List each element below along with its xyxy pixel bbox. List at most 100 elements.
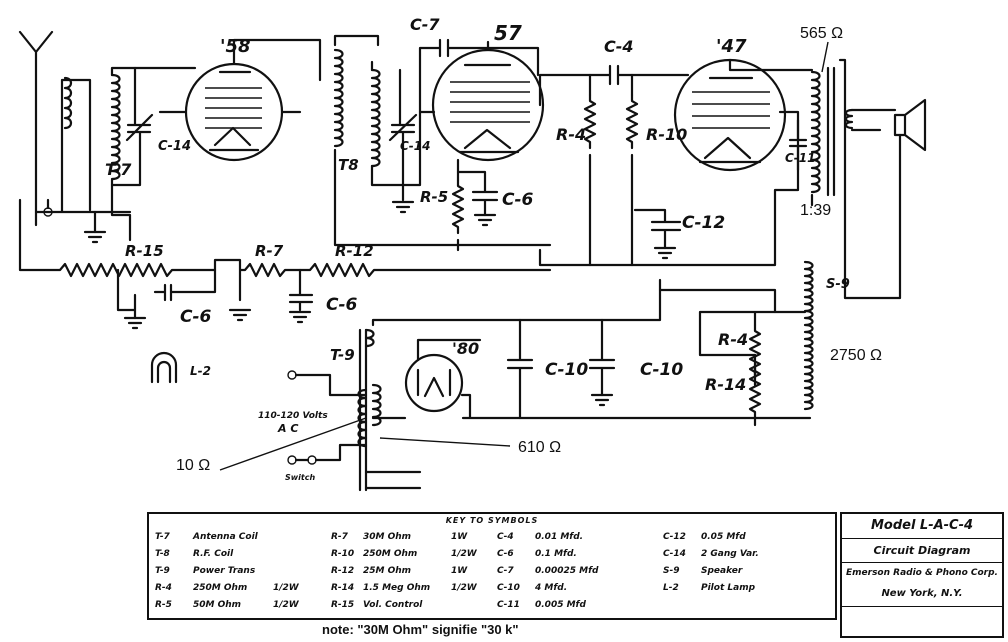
tube-47 bbox=[673, 58, 787, 172]
key-cell: Vol. Control bbox=[363, 600, 423, 610]
key-cell: 4 Mfd. bbox=[535, 583, 568, 593]
key-cell: 1.5 Meg Ohm bbox=[363, 583, 431, 593]
key-cell: 0.00025 Mfd bbox=[535, 566, 599, 576]
key-cell: Pilot Lamp bbox=[701, 583, 756, 593]
key-cell: S-9 bbox=[663, 566, 680, 576]
pilot-lamp-l2 bbox=[150, 351, 178, 384]
tube-57 bbox=[431, 48, 545, 162]
key-cell: Speaker bbox=[701, 566, 743, 576]
key-cell: L-2 bbox=[663, 583, 679, 593]
key-cell: 1/2W bbox=[273, 583, 299, 593]
key-cell: C-7 bbox=[497, 566, 514, 576]
key-cell: 1/2W bbox=[451, 549, 477, 559]
key-cell: R-7 bbox=[331, 532, 348, 542]
annotation-ratio: 1:39 bbox=[800, 202, 831, 219]
ac-volts-label: 110-120 Volts bbox=[258, 411, 328, 421]
key-cell: R-10 bbox=[331, 549, 355, 559]
key-cell: 1W bbox=[451, 566, 468, 576]
annotation-610-ohm: 610 Ω bbox=[518, 439, 561, 456]
t7-label: T-7 bbox=[105, 160, 132, 179]
maker-city: New York, N.Y. bbox=[881, 588, 963, 599]
key-cell: Antenna Coil bbox=[193, 532, 258, 542]
key-cell: R-12 bbox=[331, 566, 355, 576]
key-cell: 50M Ohm bbox=[193, 600, 242, 610]
key-cell: C-14 bbox=[663, 549, 686, 559]
c14b-label: C-14 bbox=[400, 139, 431, 153]
key-row: R-5 50M Ohm 1/2W R-15 Vol. Control C-11 0.005 … bbox=[155, 600, 831, 614]
r7-label: R-7 bbox=[255, 242, 284, 260]
key-cell: C-11 bbox=[497, 600, 520, 610]
model-label: Model L-A-C-4 bbox=[870, 518, 974, 533]
annotation-10-ohm: 10 Ω bbox=[176, 457, 210, 474]
c11-label: C-11 bbox=[785, 151, 816, 165]
key-row: T-9 Power Trans R-12 25M Ohm 1W C-7 0.00025 Mf… bbox=[155, 566, 831, 580]
tube47-label: '47 bbox=[716, 36, 747, 57]
key-cell: 0.1 Mfd. bbox=[535, 549, 577, 559]
key-cell: Power Trans bbox=[193, 566, 256, 576]
key-cell: R-4 bbox=[155, 583, 172, 593]
diagram-type: Circuit Diagram bbox=[873, 544, 971, 557]
tube80-label: '80 bbox=[452, 339, 479, 358]
s9-label: S-9 bbox=[826, 277, 850, 292]
r15-label: R-15 bbox=[125, 242, 164, 260]
key-cell: 30M Ohm bbox=[363, 532, 412, 542]
speaker-symbol bbox=[893, 98, 927, 152]
c6c-label: C-6 bbox=[326, 295, 358, 315]
key-cell: R-14 bbox=[331, 583, 355, 593]
key-cell: T-7 bbox=[155, 532, 170, 542]
tube58-label: '58 bbox=[220, 36, 251, 57]
key-cell: 1/2W bbox=[451, 583, 477, 593]
tube-58 bbox=[184, 62, 284, 162]
key-row: R-4 250M Ohm 1/2W R-14 1.5 Meg Ohm 1/2W C-10 4 … bbox=[155, 583, 831, 597]
key-cell: R-15 bbox=[331, 600, 355, 610]
ac-label: A C bbox=[277, 422, 298, 435]
key-cell: C-6 bbox=[497, 549, 514, 559]
l2-label: L-2 bbox=[190, 364, 211, 378]
key-cell: C-10 bbox=[497, 583, 520, 593]
c6a-label: C-6 bbox=[502, 190, 534, 210]
coil-t7 bbox=[63, 73, 121, 181]
key-to-symbols: KEY TO SYMBOLS T-7 Antenna Coil R-7 30M Ohm… bbox=[147, 512, 837, 620]
key-cell: C-12 bbox=[663, 532, 686, 542]
maker-name: Emerson Radio & Phono Corp. bbox=[846, 568, 998, 578]
r14-label: R-14 bbox=[705, 375, 746, 394]
t9-label: T-9 bbox=[330, 346, 355, 364]
power-transformer-t9 bbox=[357, 328, 382, 492]
key-title: KEY TO SYMBOLS bbox=[445, 516, 539, 525]
r12-label: R-12 bbox=[335, 242, 374, 260]
note-text: note: "30M Ohm" signifie "30 k" bbox=[322, 622, 519, 637]
t8-label: T8 bbox=[338, 156, 359, 174]
key-cell: 25M Ohm bbox=[363, 566, 412, 576]
key-cell: 0.05 Mfd bbox=[701, 532, 746, 542]
key-cell: T-9 bbox=[155, 566, 170, 576]
c7-label: C-7 bbox=[410, 15, 440, 34]
annotation-565-ohm: 565 Ω bbox=[800, 25, 843, 42]
key-cell: 0.005 Mfd bbox=[535, 600, 586, 610]
r4a-label: R-4 bbox=[556, 125, 586, 144]
annotation-2750-ohm: 2750 Ω bbox=[830, 347, 882, 364]
switch-label: Switch bbox=[285, 473, 315, 482]
speaker-field-coil bbox=[803, 260, 814, 411]
tube-80 bbox=[404, 353, 464, 413]
title-block: Model L-A-C-4 Circuit Diagram Emerson Ra… bbox=[840, 512, 1004, 638]
key-cell: R.F. Coil bbox=[193, 549, 234, 559]
c12-label: C-12 bbox=[682, 213, 725, 233]
antenna-symbol bbox=[18, 30, 54, 227]
coil-t8 bbox=[333, 48, 381, 168]
c10b-label: C-10 bbox=[640, 360, 683, 380]
key-cell: R-5 bbox=[155, 600, 172, 610]
key-cell: 250M Ohm bbox=[193, 583, 248, 593]
key-cell: 250M Ohm bbox=[363, 549, 418, 559]
r5-label: R-5 bbox=[420, 188, 448, 206]
c10a-label: C-10 bbox=[545, 360, 588, 380]
key-row: T-8 R.F. Coil R-10 250M Ohm 1/2W C-6 0.1 Mfd. C… bbox=[155, 549, 831, 563]
key-cell: 1/2W bbox=[273, 600, 299, 610]
tube57-label: 57 bbox=[494, 21, 522, 45]
key-cell: C-4 bbox=[497, 532, 514, 542]
key-cell: 2 Gang Var. bbox=[701, 549, 759, 559]
c14a-label: C-14 bbox=[158, 139, 191, 154]
key-cell: T-8 bbox=[155, 549, 170, 559]
r4b-label: R-4 bbox=[718, 330, 748, 349]
